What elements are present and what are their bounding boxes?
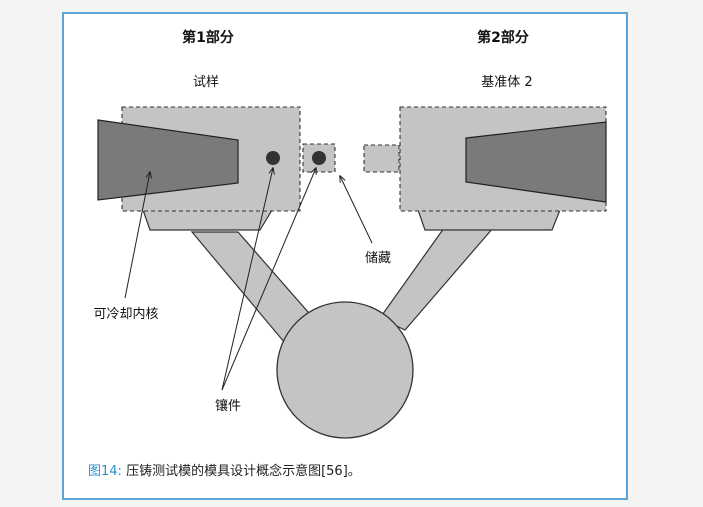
right-runner-arm (379, 227, 495, 331)
right-core (465, 121, 607, 203)
left-core (97, 119, 239, 201)
label-storage: 储藏 (365, 251, 391, 266)
figure-number: 图14: (88, 464, 122, 479)
label-part2: 第2部分 (477, 29, 529, 46)
sprue-circle (276, 301, 414, 439)
insert-pin-2 (312, 151, 326, 165)
insert-pin-1 (266, 151, 280, 165)
leader-coolable-core (124, 172, 150, 299)
right-base (417, 209, 561, 231)
figure-caption: 图14: 压铸测试模的模具设计概念示意图[56]。 (88, 460, 361, 479)
left-base (142, 209, 274, 231)
label-reference: 基准体 2 (481, 75, 532, 90)
label-part1: 第1部分 (182, 29, 234, 46)
leader-insert-2 (221, 168, 316, 391)
leader-storage (340, 176, 373, 244)
leader-insert-1 (221, 168, 273, 391)
storage-block-right (363, 144, 400, 173)
label-insert: 镶件 (215, 398, 241, 414)
caption-text: 压铸测试模的模具设计概念示意图[56]。 (126, 464, 361, 479)
label-coolable-core: 可冷却内核 (93, 306, 158, 322)
label-specimen: 试样 (193, 75, 219, 90)
